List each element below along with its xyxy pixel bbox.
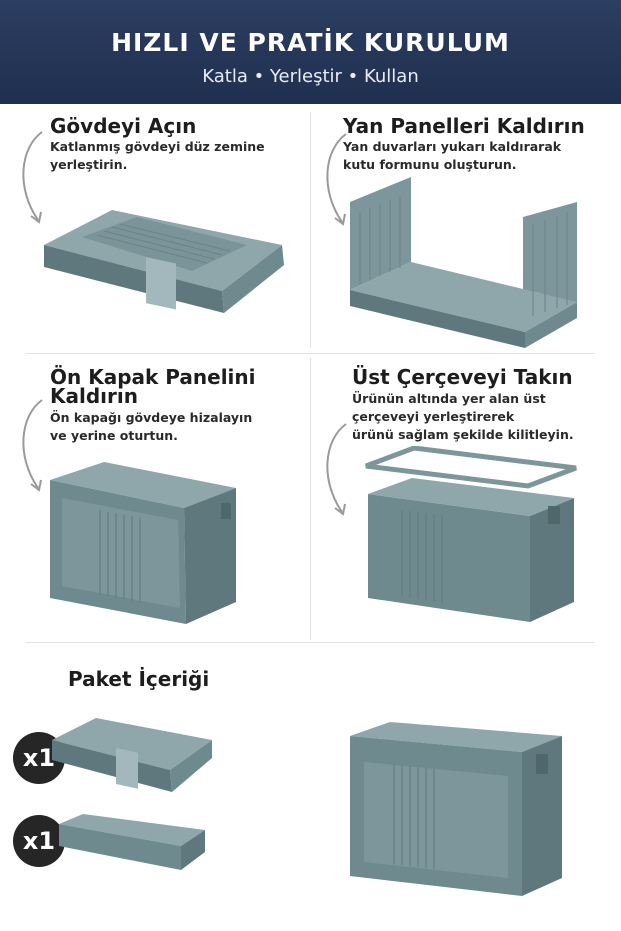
- step-3-desc: Ön kapağı gövdeye hizalayın ve yerine ot…: [50, 409, 252, 445]
- step-1-desc-line-2: yerleştirin.: [50, 157, 128, 172]
- step-4-desc-line-3: ürünü sağlam şekilde kilitleyin.: [352, 427, 574, 442]
- step-3-title-line-2: Kaldırın: [50, 384, 138, 408]
- step-1-title: Gövdeyi Açın: [50, 114, 197, 138]
- quantity-badge: x1: [13, 815, 65, 867]
- curved-arrow-icon: [22, 399, 43, 492]
- page-title: HIZLI VE PRATİK KURULUM: [111, 28, 510, 57]
- step-2-title: Yan Panelleri Kaldırın: [343, 114, 585, 138]
- box-front-panel-image: [50, 462, 236, 624]
- step-1-desc-line-1: Katlanmış gövdeyi düz zemine: [50, 139, 265, 154]
- package-title: Paket İçeriği: [68, 667, 210, 691]
- page-subtitle: Katla • Yerleştir • Kullan: [202, 66, 419, 87]
- step-3-desc-line-1: Ön kapağı gövdeye hizalayın: [50, 410, 253, 425]
- grid-divider-vertical-bottom: [310, 358, 311, 640]
- curved-arrow-icon: [22, 131, 43, 224]
- step-4-title: Üst Çerçeveyi Takın: [352, 365, 573, 389]
- assembled-box-image: [350, 722, 562, 896]
- box-side-panels-up-image: [350, 177, 577, 348]
- curved-arrow-icon: [326, 133, 347, 226]
- step-3-title-line-1: Ön Kapak Panelini: [50, 365, 256, 389]
- curved-arrow-icon: [326, 423, 347, 516]
- box-top-frame-image: [365, 446, 577, 622]
- step-4-desc-line-2: çerçeveyi yerleştirerek: [352, 409, 515, 424]
- page-header: HIZLI VE PRATİK KURULUM Katla • Yerleşti…: [0, 0, 621, 104]
- step-2-desc-line-1: Yan duvarları yukarı kaldırarak: [343, 139, 562, 154]
- step-2-desc: Yan duvarları yukarı kaldırarak kutu for…: [343, 138, 561, 174]
- step-4-desc: Ürünün altında yer alan üst çerçeveyi ye…: [352, 390, 574, 444]
- folded-box-image: [44, 210, 284, 313]
- grid-divider-horizontal-mid: [26, 353, 595, 354]
- step-3-title: Ön Kapak Panelini Kaldırın: [50, 365, 256, 408]
- folded-box-package-image: [52, 718, 212, 792]
- step-1-desc: Katlanmış gövdeyi düz zemine yerleştirin…: [50, 138, 265, 174]
- step-2-desc-line-2: kutu formunu oluşturun.: [343, 157, 517, 172]
- top-frame-package-image: [59, 814, 205, 870]
- step-4-desc-line-1: Ürünün altında yer alan üst: [352, 391, 546, 406]
- step-3-desc-line-2: ve yerine oturtun.: [50, 428, 178, 443]
- grid-divider-horizontal-bottom: [26, 642, 595, 643]
- grid-divider-vertical-top: [310, 112, 311, 348]
